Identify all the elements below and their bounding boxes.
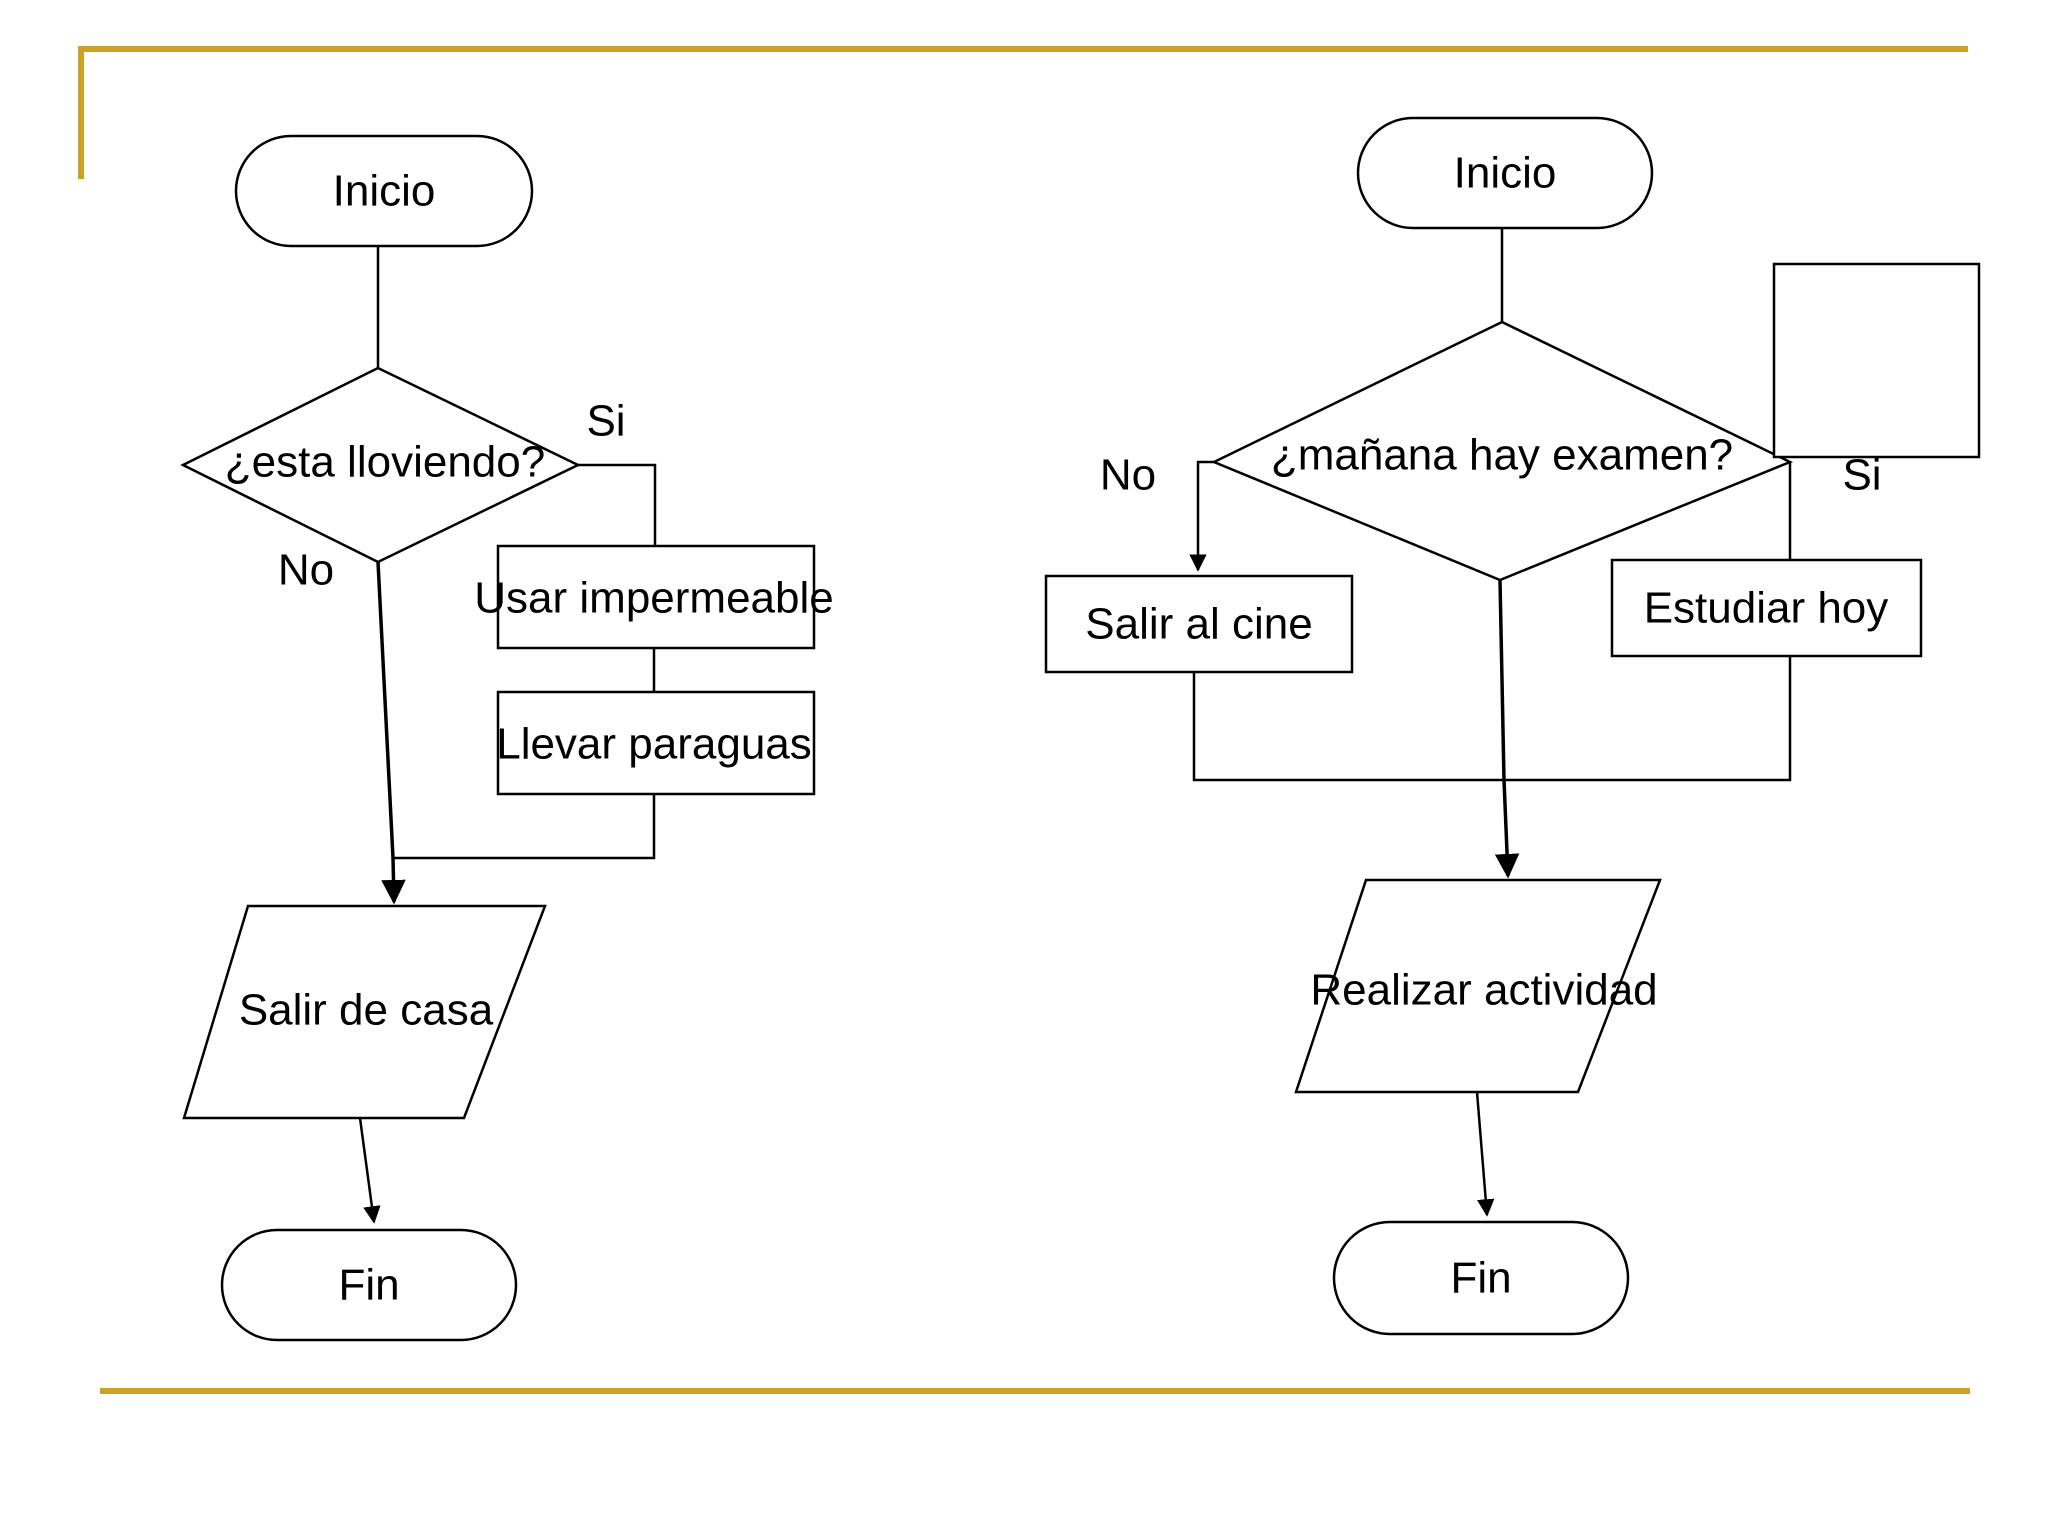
node-caja-vacia[interactable]: [1772, 262, 1981, 459]
node-label-estudiar-hoy: Estudiar hoy: [1644, 584, 1889, 633]
node-label-inicio-left: Inicio: [333, 167, 436, 216]
gold-bottom-rule: [100, 1388, 1970, 1394]
flowchart-examen: Inicio ¿mañana hay examen? No Si: [1044, 116, 1981, 1336]
edge-cine-to-merge: [1192, 672, 1500, 782]
node-usar-impermeable[interactable]: Usar impermeable: [474, 544, 834, 650]
node-label-realizar-actividad: Realizar actividad: [1310, 966, 1657, 1015]
flowchart-lluvia: Inicio ¿esta lloviendo? Si No Usar imper…: [180, 134, 834, 1342]
node-decision-examen[interactable]: ¿mañana hay examen?: [1210, 320, 1794, 582]
node-label-salir-al-cine: Salir al cine: [1085, 600, 1312, 649]
edge-realizar-to-fin-right: [1475, 1091, 1495, 1217]
node-estudiar-hoy[interactable]: Estudiar hoy: [1610, 558, 1923, 658]
node-label-decision-examen: ¿mañana hay examen?: [1271, 431, 1733, 480]
node-label-inicio-right: Inicio: [1454, 149, 1557, 198]
branch-label-si-left: Si: [586, 397, 625, 446]
node-fin-right[interactable]: Fin: [1332, 1220, 1630, 1336]
node-label-decision-lloviendo: ¿esta lloviendo?: [225, 438, 545, 487]
node-realizar-actividad[interactable]: Realizar actividad: [1294, 878, 1662, 1094]
branch-label-no-left: No: [278, 546, 334, 595]
edge-estudiar-to-merge: [1500, 656, 1792, 782]
edge-salir-to-fin-left: [358, 1117, 381, 1224]
node-llevar-paraguas[interactable]: Llevar paraguas: [496, 690, 816, 796]
edge-llevar-to-merge-left: [393, 794, 656, 860]
branch-label-si-right: Si: [1842, 451, 1881, 500]
node-label-llevar-paraguas: Llevar paraguas: [496, 720, 812, 769]
node-salir-al-cine[interactable]: Salir al cine: [1044, 574, 1354, 674]
node-label-fin-right: Fin: [1450, 1254, 1511, 1303]
node-inicio-right[interactable]: Inicio: [1356, 116, 1654, 230]
gold-top-rule: [78, 46, 1968, 52]
edge-no-to-salir-al-cine: [1189, 460, 1214, 572]
node-decision-lloviendo[interactable]: ¿esta lloviendo?: [180, 366, 581, 564]
edge-merge-to-realizar-actividad: [1494, 579, 1520, 879]
edge-no-to-salir-de-casa: [376, 561, 406, 905]
branch-label-no-right: No: [1100, 451, 1156, 500]
node-salir-de-casa[interactable]: Salir de casa: [182, 904, 547, 1120]
node-fin-left[interactable]: Fin: [220, 1228, 518, 1342]
node-label-salir-de-casa: Salir de casa: [239, 986, 494, 1035]
edge-si-to-usar-impermeable: [578, 463, 657, 546]
node-label-usar-impermeable: Usar impermeable: [474, 574, 833, 623]
node-label-fin-left: Fin: [338, 1261, 399, 1310]
node-inicio-left[interactable]: Inicio: [234, 134, 534, 248]
gold-left-rule: [78, 46, 84, 179]
